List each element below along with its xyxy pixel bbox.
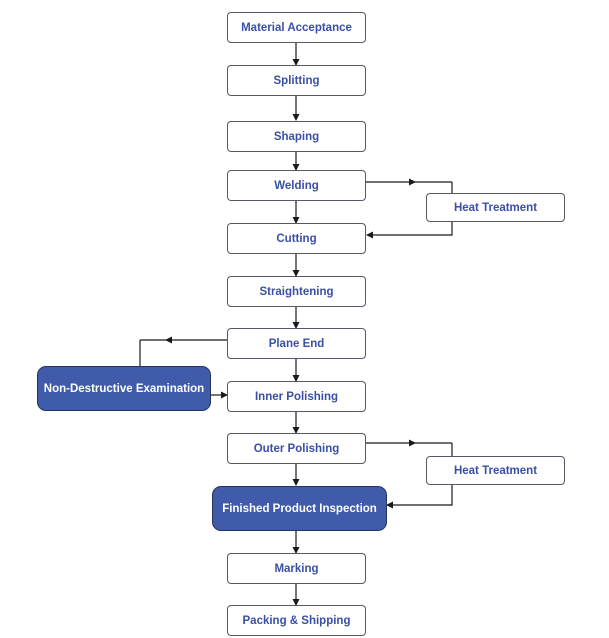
step-heat-treatment-2: Heat Treatment [426, 456, 565, 485]
step-shaping: Shaping [227, 121, 366, 152]
step-marking: Marking [227, 553, 366, 584]
arrow-heat-treatment-to-cutting [366, 222, 453, 239]
step-packing-shipping: Packing & Shipping [227, 605, 366, 636]
step-finished-product-inspection: Finished Product Inspection [212, 486, 387, 531]
step-splitting: Splitting [227, 65, 366, 96]
step-cutting: Cutting [227, 223, 366, 254]
step-non-destructive-examination: Non-Destructive Examination [37, 366, 211, 411]
step-heat-treatment-1: Heat Treatment [426, 193, 565, 222]
step-outer-polishing: Outer Polishing [227, 433, 366, 464]
step-straightening: Straightening [227, 276, 366, 307]
step-welding: Welding [227, 170, 366, 201]
step-material-acceptance: Material Acceptance [227, 12, 366, 43]
step-inner-polishing: Inner Polishing [227, 381, 366, 412]
step-plane-end: Plane End [227, 328, 366, 359]
arrow-heat-treatment-to-inspection [386, 485, 453, 509]
